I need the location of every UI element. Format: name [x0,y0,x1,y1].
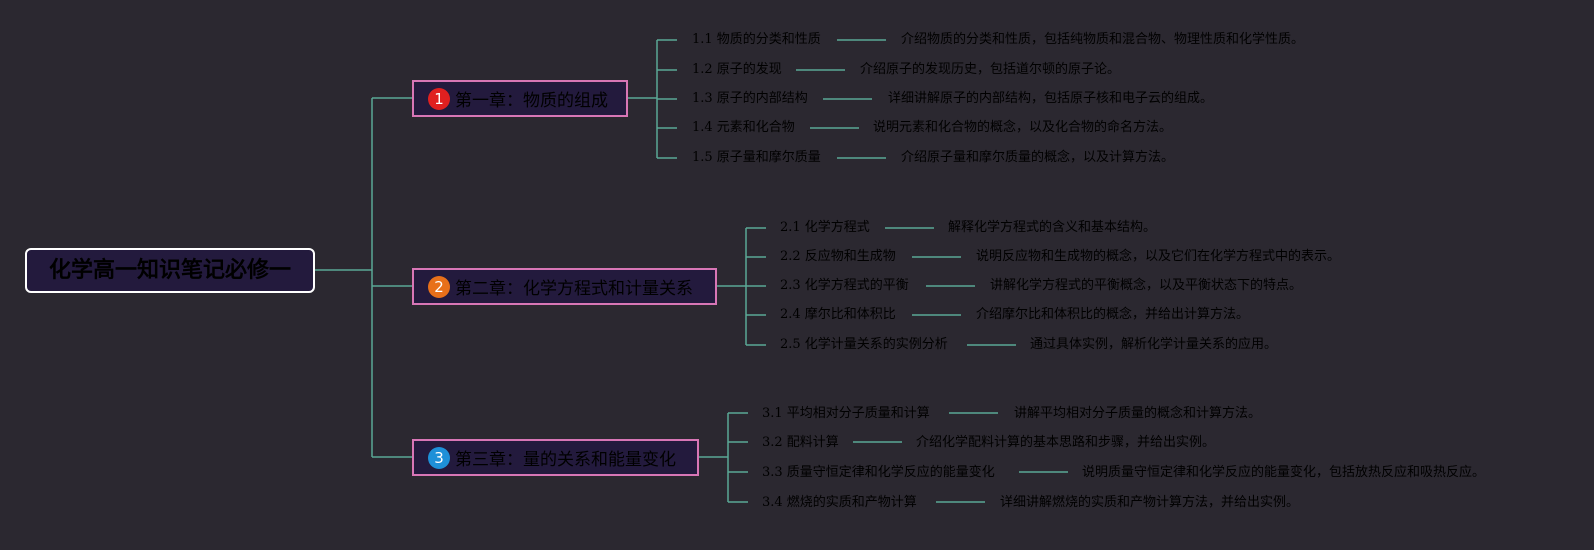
item-2-5-desc[interactable]: 通过具体实例，解析化学计量关系的应用。 [1030,337,1278,352]
chapter-3-node[interactable]: 3 第三章：量的关系和能量变化 [412,439,699,476]
item-1-1-title[interactable]: 1.1 物质的分类和性质 [692,32,821,47]
item-1-4-desc[interactable]: 说明元素和化合物的概念，以及化合物的命名方法。 [873,120,1173,135]
chapter-3-title: 第三章：量的关系和能量变化 [455,450,676,470]
item-1-3-desc[interactable]: 详细讲解原子的内部结构，包括原子核和电子云的组成。 [888,91,1214,106]
chapter-1-number-badge: 1 [428,87,450,110]
item-3-2-title[interactable]: 3.2 配料计算 [762,435,839,450]
item-1-5-title[interactable]: 1.5 原子量和摩尔质量 [692,150,821,165]
item-3-1-title[interactable]: 3.1 平均相对分子质量和计算 [762,406,930,421]
chapter-2-title: 第二章：化学方程式和计量关系 [455,279,693,299]
item-3-3-desc[interactable]: 说明质量守恒定律和化学反应的能量变化，包括放热反应和吸热反应。 [1082,465,1486,480]
item-2-4-title[interactable]: 2.4 摩尔比和体积比 [780,307,896,322]
chapter-1-title: 第一章：物质的组成 [455,91,608,111]
item-2-2-title[interactable]: 2.2 反应物和生成物 [780,249,896,264]
item-2-5-title[interactable]: 2.5 化学计量关系的实例分析 [780,337,948,352]
item-1-2-title[interactable]: 1.2 原子的发现 [692,62,782,77]
item-1-1-desc[interactable]: 介绍物质的分类和性质，包括纯物质和混合物、物理性质和化学性质。 [901,32,1305,47]
item-3-2-desc[interactable]: 介绍化学配料计算的基本思路和步骤，并给出实例。 [916,435,1216,450]
item-1-3-title[interactable]: 1.3 原子的内部结构 [692,91,808,106]
item-1-4-title[interactable]: 1.4 元素和化合物 [692,120,795,135]
item-2-1-title[interactable]: 2.1 化学方程式 [780,220,870,235]
item-3-3-title[interactable]: 3.3 质量守恒定律和化学反应的能量变化 [762,465,995,480]
chapter-2-node[interactable]: 2 第二章：化学方程式和计量关系 [412,268,717,305]
chapter-3-number-badge: 3 [428,446,450,469]
root-topic[interactable]: 化学高一知识笔记必修一 [25,248,315,293]
item-2-1-desc[interactable]: 解释化学方程式的含义和基本结构。 [948,220,1157,235]
chapter-2-number-badge: 2 [428,275,450,298]
item-1-5-desc[interactable]: 介绍原子量和摩尔质量的概念，以及计算方法。 [901,150,1175,165]
item-1-2-desc[interactable]: 介绍原子的发现历史，包括道尔顿的原子论。 [860,62,1121,77]
item-2-3-desc[interactable]: 讲解化学方程式的平衡概念，以及平衡状态下的特点。 [990,278,1303,293]
item-3-4-desc[interactable]: 详细讲解燃烧的实质和产物计算方法，并给出实例。 [1000,495,1300,510]
item-3-4-title[interactable]: 3.4 燃烧的实质和产物计算 [762,495,917,510]
item-2-4-desc[interactable]: 介绍摩尔比和体积比的概念，并给出计算方法。 [976,307,1250,322]
item-2-2-desc[interactable]: 说明反应物和生成物的概念，以及它们在化学方程式中的表示。 [976,249,1341,264]
item-3-1-desc[interactable]: 讲解平均相对分子质量的概念和计算方法。 [1014,406,1262,421]
chapter-1-node[interactable]: 1 第一章：物质的组成 [412,80,628,117]
item-2-3-title[interactable]: 2.3 化学方程式的平衡 [780,278,909,293]
